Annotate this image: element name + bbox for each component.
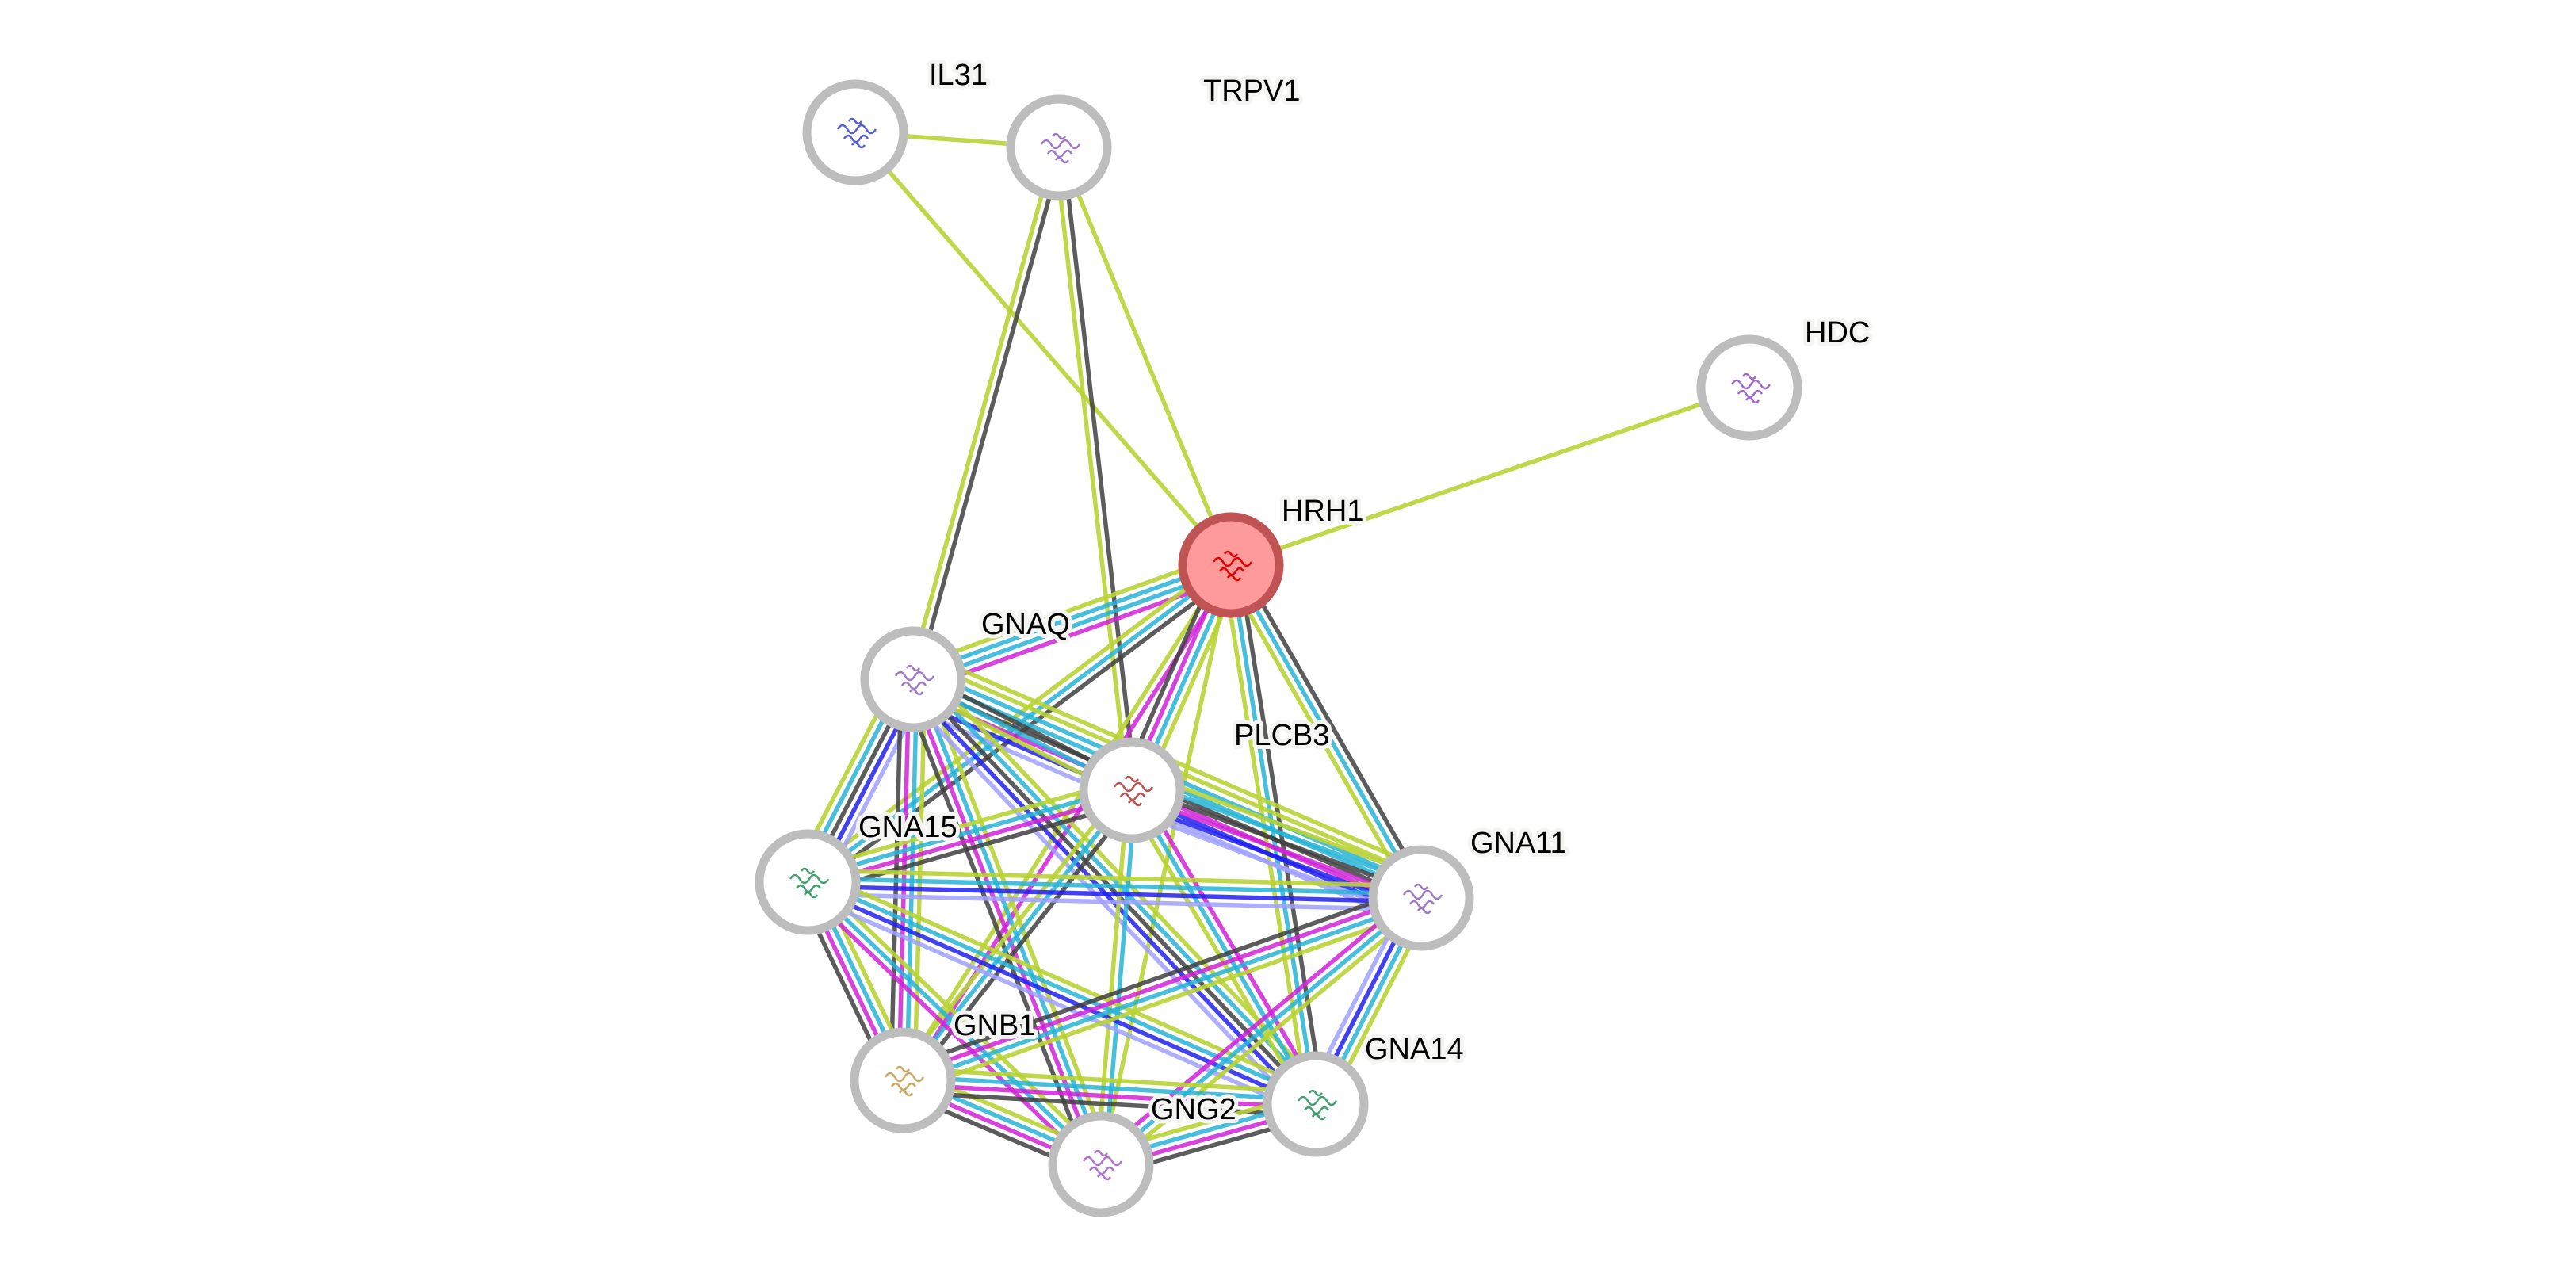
edge-evidence-textmining: [894, 784, 1128, 1077]
node-gnaq[interactable]: [860, 626, 966, 732]
edge-evidence-coexpression: [915, 147, 1065, 682]
edge-evidence-coexpression: [907, 793, 1141, 1087]
edge-evidence-neighborhood: [805, 884, 1316, 1110]
node-label-gnaq: GNAQ: [981, 608, 1070, 641]
edge-evidence-database: [1103, 790, 1138, 1165]
node-gng2[interactable]: [1048, 1111, 1154, 1217]
edge-evidence-textmining: [1122, 793, 1311, 1110]
edge-evidence-textmining: [804, 776, 1129, 873]
protein-structure-icon: [789, 867, 830, 899]
edge-plcb3-gnb1[interactable]: [894, 784, 1141, 1087]
edge-evidence-textmining: [1221, 567, 1416, 904]
protein-structure-icon: [1730, 373, 1771, 404]
protein-structure-icon: [1212, 550, 1253, 582]
edge-evidence-textmining: [812, 874, 1108, 1160]
edge-evidence-neighborhood: [807, 884, 1421, 904]
edge-evidence-database: [806, 881, 1103, 1166]
edge-evidence-database: [913, 567, 1233, 686]
edge-gna11-gnb1[interactable]: [898, 885, 1426, 1094]
edge-evidence-experimental: [1094, 890, 1418, 1160]
protein-structure-icon: [894, 664, 935, 696]
node-gnb1[interactable]: [850, 1027, 956, 1133]
edge-evidence-database: [903, 1074, 1317, 1102]
edge-evidence-coexpression: [1236, 560, 1431, 896]
node-label-hdc: HDC: [1805, 316, 1870, 350]
protein-structure-icon: [1402, 883, 1443, 915]
edges-layer: [791, 130, 1750, 1179]
edge-evidence-textmining: [1137, 769, 1429, 882]
protein-structure-icon: [836, 117, 877, 149]
node-gna14[interactable]: [1263, 1051, 1369, 1157]
protein-structure-icon: [884, 1065, 925, 1097]
edge-evidence-coexpression: [900, 682, 1092, 1170]
node-label-gnb1: GNB1: [954, 1009, 1035, 1042]
edge-trpv1-hrh1[interactable]: [1057, 146, 1233, 567]
edge-evidence-database: [903, 900, 1424, 1087]
edge-trpv1-plcb3[interactable]: [1053, 147, 1138, 791]
node-label-gna15: GNA15: [858, 811, 957, 844]
edge-evidence-database: [1135, 777, 1427, 889]
edge-evidence-textmining: [853, 131, 1233, 567]
edge-hdc-hrh1[interactable]: [1230, 385, 1750, 567]
edge-evidence-coexpression: [1061, 147, 1138, 790]
protein-structure-icon: [1113, 775, 1154, 807]
node-label-plcb3: PLCB3: [1234, 719, 1329, 752]
edge-evidence-textmining: [811, 869, 1322, 1095]
edge-evidence-database: [1229, 564, 1424, 900]
edge-evidence-cooccurrence: [807, 892, 1421, 912]
edge-evidence-coexpression: [898, 885, 1418, 1072]
edge-evidence-database: [805, 784, 1132, 881]
edge-evidence-experimental: [801, 886, 1097, 1172]
node-label-gna14: GNA14: [1365, 1033, 1464, 1066]
edge-gna15-gna14[interactable]: [801, 869, 1322, 1118]
edge-evidence-database: [808, 876, 1422, 896]
node-il31[interactable]: [802, 79, 908, 185]
edge-evidence-textmining: [908, 552, 1228, 671]
edge-evidence-experimental: [902, 1082, 1316, 1110]
node-gna11[interactable]: [1368, 845, 1474, 951]
edge-plcb3-gna14[interactable]: [1122, 785, 1325, 1110]
edge-evidence-textmining: [1104, 902, 1428, 1172]
node-hrh1[interactable]: [1178, 512, 1284, 618]
edge-evidence-textmining: [1053, 147, 1130, 791]
node-trpv1[interactable]: [1006, 94, 1112, 201]
edge-evidence-textmining: [808, 868, 1422, 888]
edge-evidence-textmining: [1057, 146, 1233, 567]
nodes-layer: [755, 79, 1802, 1217]
edge-gna15-gng2[interactable]: [801, 874, 1108, 1172]
edge-evidence-cooccurrence: [801, 891, 1313, 1118]
edge-evidence-database: [911, 559, 1231, 678]
protein-structure-icon: [1082, 1149, 1123, 1181]
node-label-hrh1: HRH1: [1282, 495, 1363, 528]
edge-evidence-database: [915, 677, 1107, 1164]
protein-structure-icon: [1297, 1089, 1338, 1121]
edge-gna11-gng2[interactable]: [1094, 890, 1428, 1172]
edge-evidence-textmining: [1230, 385, 1750, 567]
edge-evidence-database: [1129, 789, 1318, 1106]
edge-evidence-textmining: [903, 1066, 1317, 1095]
node-label-gng2: GNG2: [1151, 1093, 1236, 1126]
edge-evidence-database: [1099, 896, 1423, 1167]
edge-evidence-database: [1229, 564, 1318, 1105]
node-label-il31: IL31: [929, 59, 988, 92]
node-label-gna11: GNA11: [1470, 827, 1567, 860]
node-hdc[interactable]: [1696, 334, 1802, 441]
edge-evidence-textmining: [923, 652, 1433, 875]
edge-evidence-experimental: [900, 892, 1421, 1079]
edge-gna15-gna11[interactable]: [807, 868, 1422, 912]
edge-evidence-textmining: [906, 907, 1426, 1094]
node-label-trpv1: TRPV1: [1203, 75, 1300, 108]
edge-evidence-database: [900, 789, 1134, 1082]
node-plcb3[interactable]: [1079, 737, 1185, 843]
edge-evidence-textmining: [907, 145, 1057, 679]
edge-evidence-experimental: [1137, 785, 1325, 1102]
protein-structure-icon: [1040, 132, 1081, 164]
edge-plcb3-gng2[interactable]: [1095, 789, 1138, 1165]
node-gna15[interactable]: [755, 829, 861, 935]
edge-trpv1-gnaq[interactable]: [907, 145, 1065, 682]
edge-il31-hrh1[interactable]: [853, 131, 1233, 567]
edge-hrh1-gna11[interactable]: [1221, 560, 1431, 904]
